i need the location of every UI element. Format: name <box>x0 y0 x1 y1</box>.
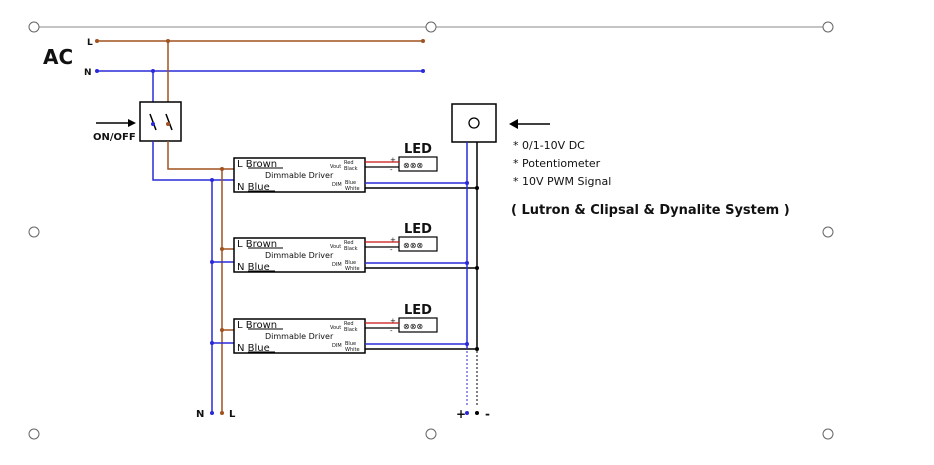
driver-red: Red <box>344 321 354 327</box>
driver-red: Red <box>344 240 354 246</box>
resize-handle[interactable] <box>822 226 834 238</box>
resize-handle[interactable] <box>28 428 40 440</box>
driver-title: Dimmable Driver <box>265 332 334 341</box>
on-off-switch[interactable] <box>139 101 182 142</box>
driver-black: Black <box>344 246 358 252</box>
driver-l-label: L Brown <box>237 159 277 170</box>
driver-black: Black <box>344 166 358 172</box>
led-module <box>398 317 438 333</box>
bottom-l-label: L <box>229 409 236 420</box>
led-module-symbols: ⊗⊗⊗ <box>403 241 423 250</box>
driver-n-label: N Blue <box>237 182 270 193</box>
ac-l-label: L <box>87 38 93 48</box>
led-module-symbols: ⊗⊗⊗ <box>403 161 423 170</box>
resize-handle[interactable] <box>425 428 437 440</box>
resize-handle[interactable] <box>28 226 40 238</box>
led-module <box>398 156 438 172</box>
bottom-minus-label: - <box>485 407 490 421</box>
resize-handle[interactable] <box>28 21 40 33</box>
dim-systems: ( Lutron & Clipsal & Dynalite System ) <box>511 203 790 218</box>
switch-label: ON/OFF <box>93 132 136 143</box>
driver-vout: Vout <box>330 325 341 331</box>
dimmable-driver: L Brown N Blue Dimmable Driver Vout Red … <box>233 157 366 193</box>
led-minus: - <box>390 327 393 335</box>
led-plus: + <box>390 156 396 164</box>
driver-dim: DIM <box>332 182 342 188</box>
driver-l-label: L Brown <box>237 239 277 250</box>
led-label: LED <box>404 222 432 237</box>
driver-white: White <box>345 186 360 192</box>
dimmable-driver: L Brown N Blue Dimmable Driver Vout Red … <box>233 237 366 273</box>
ac-label: AC <box>43 45 73 69</box>
driver-n-label: N Blue <box>237 262 270 273</box>
dim-option: * 0/1-10V DC <box>513 139 585 152</box>
bottom-plus-label: + <box>456 407 466 421</box>
led-minus: - <box>390 166 393 174</box>
dim-option: * 10V PWM Signal <box>513 175 611 188</box>
driver-blue: Blue <box>345 180 356 186</box>
driver-l-label: L Brown <box>237 320 277 331</box>
driver-title: Dimmable Driver <box>265 171 334 180</box>
driver-vout: Vout <box>330 244 341 250</box>
resize-handle[interactable] <box>425 21 437 33</box>
led-plus: + <box>390 236 396 244</box>
led-minus: - <box>390 246 393 254</box>
bottom-n-label: N <box>196 409 204 420</box>
ac-n-label: N <box>84 68 92 78</box>
resize-handle[interactable] <box>822 428 834 440</box>
driver-white: White <box>345 266 360 272</box>
led-plus: + <box>390 317 396 325</box>
led-module-symbols: ⊗⊗⊗ <box>403 322 423 331</box>
driver-vout: Vout <box>330 164 341 170</box>
driver-red: Red <box>344 160 354 166</box>
driver-white: White <box>345 347 360 353</box>
driver-blue: Blue <box>345 260 356 266</box>
led-label: LED <box>404 303 432 318</box>
driver-black: Black <box>344 327 358 333</box>
dimmable-driver: L Brown N Blue Dimmable Driver Vout Red … <box>233 318 366 354</box>
driver-title: Dimmable Driver <box>265 251 334 260</box>
led-label: LED <box>404 142 432 157</box>
dimmer-control[interactable] <box>451 103 497 143</box>
led-module <box>398 236 438 252</box>
dim-option: * Potentiometer <box>513 157 601 170</box>
driver-blue: Blue <box>345 341 356 347</box>
driver-dim: DIM <box>332 262 342 268</box>
resize-handle[interactable] <box>822 21 834 33</box>
driver-dim: DIM <box>332 343 342 349</box>
driver-n-label: N Blue <box>237 343 270 354</box>
knob-icon <box>468 117 480 129</box>
